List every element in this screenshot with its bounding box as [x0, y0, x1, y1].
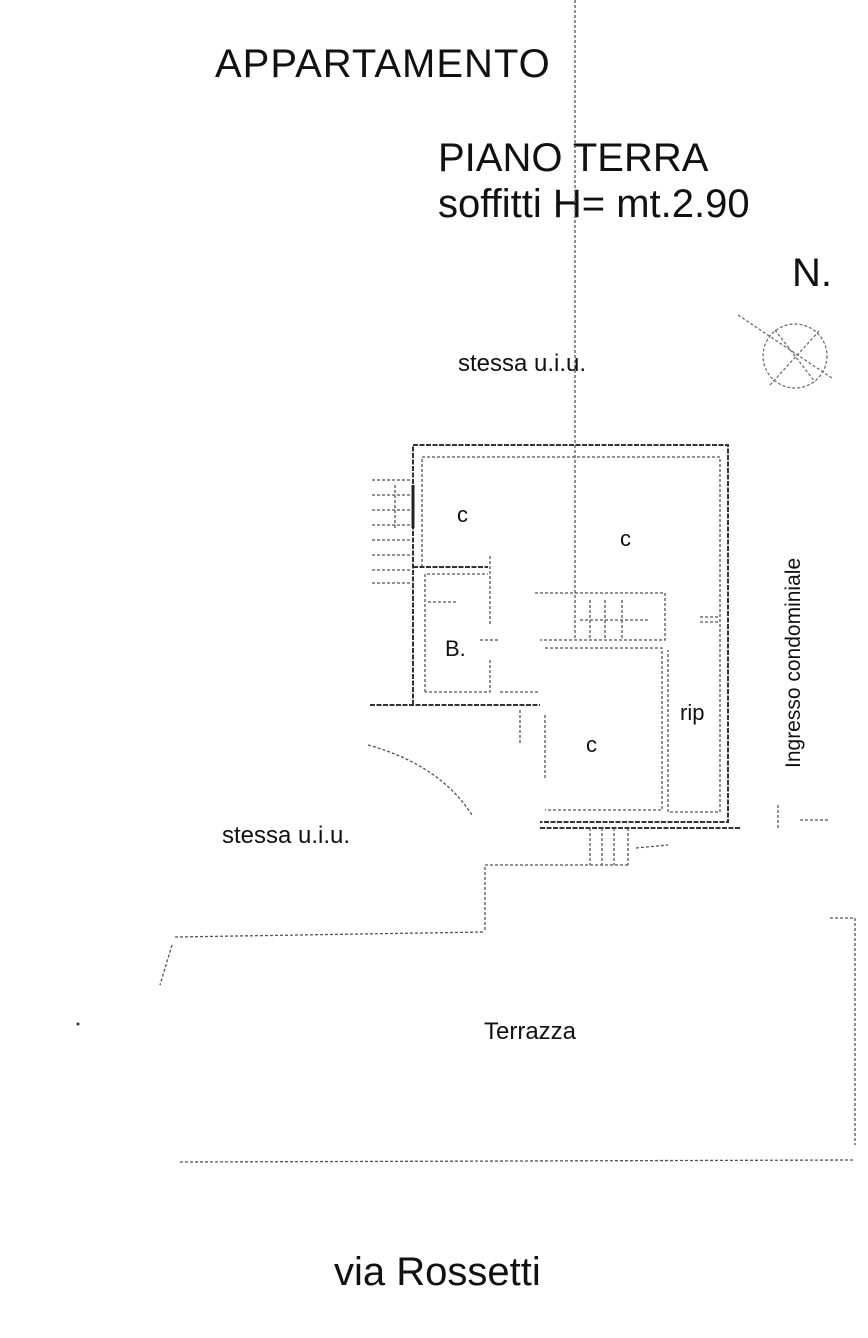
compass-icon [737, 314, 833, 389]
floor-label: PIANO TERRA [438, 136, 709, 180]
terrace-label: Terrazza [484, 1018, 577, 1045]
room-label: c [620, 526, 631, 551]
street-label: via Rossetti [334, 1250, 541, 1294]
ceiling-height: soffitti H= mt.2.90 [438, 182, 750, 226]
plan-title: APPARTAMENTO [215, 42, 551, 86]
neighbor-left-label: stessa u.i.u. [222, 822, 351, 849]
room-label: B. [445, 636, 466, 661]
neighbor-top-label: stessa u.i.u. [458, 350, 587, 377]
entrance-label: Ingresso condominiale [782, 558, 805, 768]
walls [76, 0, 856, 1163]
north-label: N. [792, 251, 832, 295]
room-label: rip [680, 700, 704, 725]
room-label: c [586, 732, 597, 757]
room-label: c [457, 502, 468, 527]
